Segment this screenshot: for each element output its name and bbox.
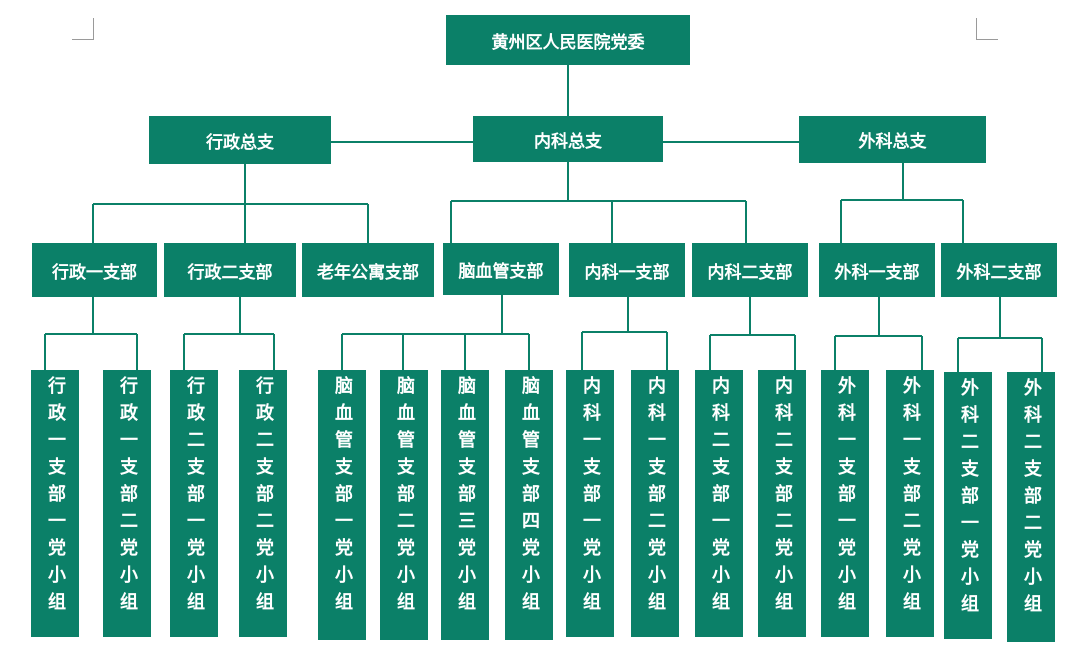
branch-internal: 内科总支: [473, 116, 663, 162]
group-cerebro-2: 脑血管支部二党小组: [380, 370, 428, 640]
dept-surgery-1: 外科一支部: [819, 243, 935, 297]
group-admin1-1: 行政一支部一党小组: [31, 370, 79, 637]
group-internal2-1: 内科二支部一党小组: [695, 370, 743, 637]
crop-mark-top-left: [72, 18, 94, 40]
group-cerebro-3: 脑血管支部三党小组: [441, 370, 489, 640]
root-node: 黄州区人民医院党委: [446, 15, 690, 65]
group-surgery2-1: 外科二支部一党小组: [944, 372, 992, 639]
group-surgery1-1: 外科一支部一党小组: [821, 370, 869, 637]
group-internal1-2: 内科一支部二党小组: [631, 370, 679, 637]
group-surgery2-2: 外科二支部二党小组: [1007, 372, 1055, 642]
group-admin2-2: 行政二支部二党小组: [239, 370, 287, 637]
dept-admin-1: 行政一支部: [32, 243, 157, 297]
dept-internal-1: 内科一支部: [569, 243, 685, 297]
dept-admin-2: 行政二支部: [164, 243, 296, 297]
dept-internal-2: 内科二支部: [692, 243, 808, 297]
dept-surgery-2: 外科二支部: [941, 243, 1057, 297]
group-surgery1-2: 外科一支部二党小组: [886, 370, 934, 637]
group-internal2-2: 内科二支部二党小组: [758, 370, 806, 637]
branch-surgery: 外科总支: [799, 116, 986, 163]
group-admin1-2: 行政一支部二党小组: [103, 370, 151, 637]
group-cerebro-4: 脑血管支部四党小组: [505, 370, 553, 640]
dept-cerebro: 脑血管支部: [443, 243, 559, 295]
group-admin2-1: 行政二支部一党小组: [170, 370, 218, 637]
crop-mark-top-right: [976, 18, 998, 40]
dept-elderly: 老年公寓支部: [302, 243, 434, 297]
group-internal1-1: 内科一支部一党小组: [566, 370, 614, 637]
group-cerebro-1: 脑血管支部一党小组: [318, 370, 366, 640]
branch-admin: 行政总支: [149, 116, 331, 164]
